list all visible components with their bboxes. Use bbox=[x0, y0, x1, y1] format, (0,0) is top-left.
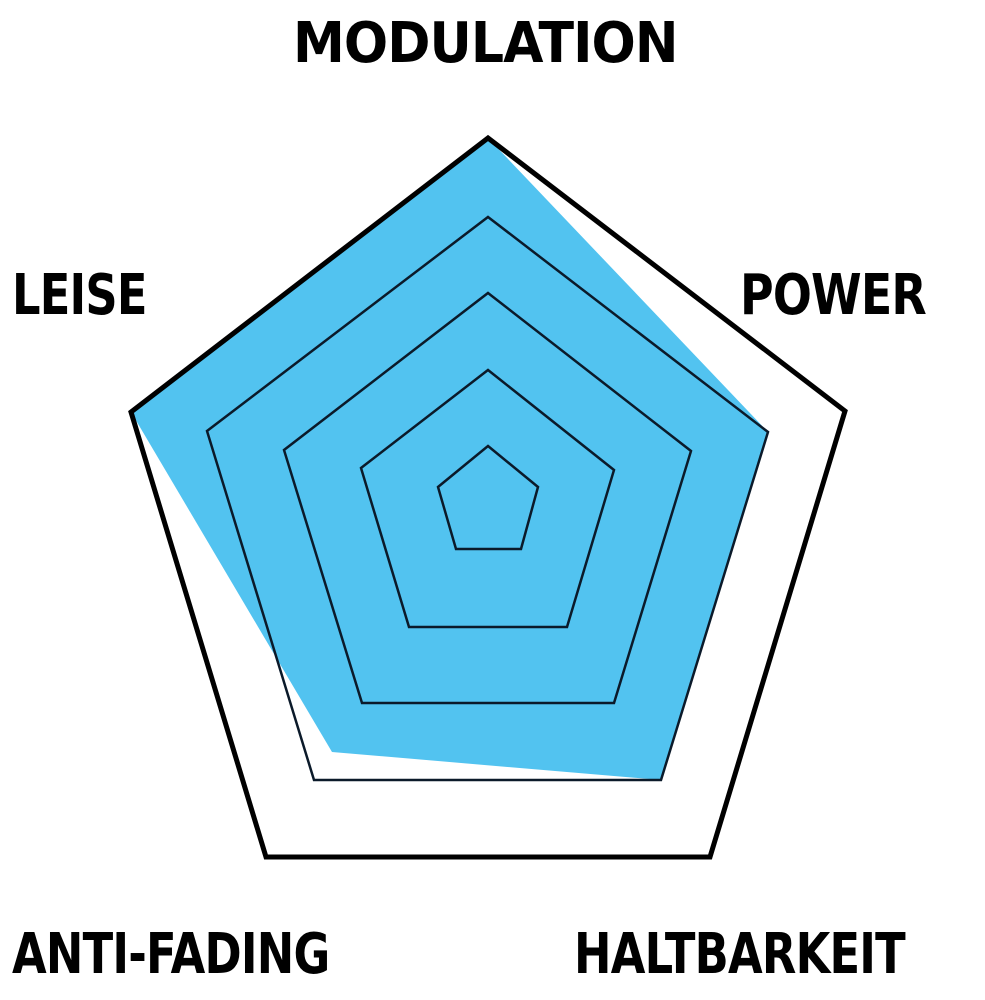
grid-ring-3 bbox=[282, 291, 693, 705]
axis-label-leise: LEISE bbox=[12, 263, 147, 328]
grid-ring-5 bbox=[128, 134, 848, 860]
grid-ring-4 bbox=[205, 215, 770, 782]
axis-label-modulation: MODULATION bbox=[293, 11, 678, 76]
axis-label-anti-fading: ANTI-FADING bbox=[12, 922, 330, 987]
data-area bbox=[131, 138, 768, 780]
grid-ring-1 bbox=[436, 444, 540, 551]
axis-label-haltbarkeit: HALTBARKEIT bbox=[574, 922, 906, 987]
grid-ring-2 bbox=[359, 368, 616, 629]
axis-label-power: POWER bbox=[740, 263, 927, 328]
